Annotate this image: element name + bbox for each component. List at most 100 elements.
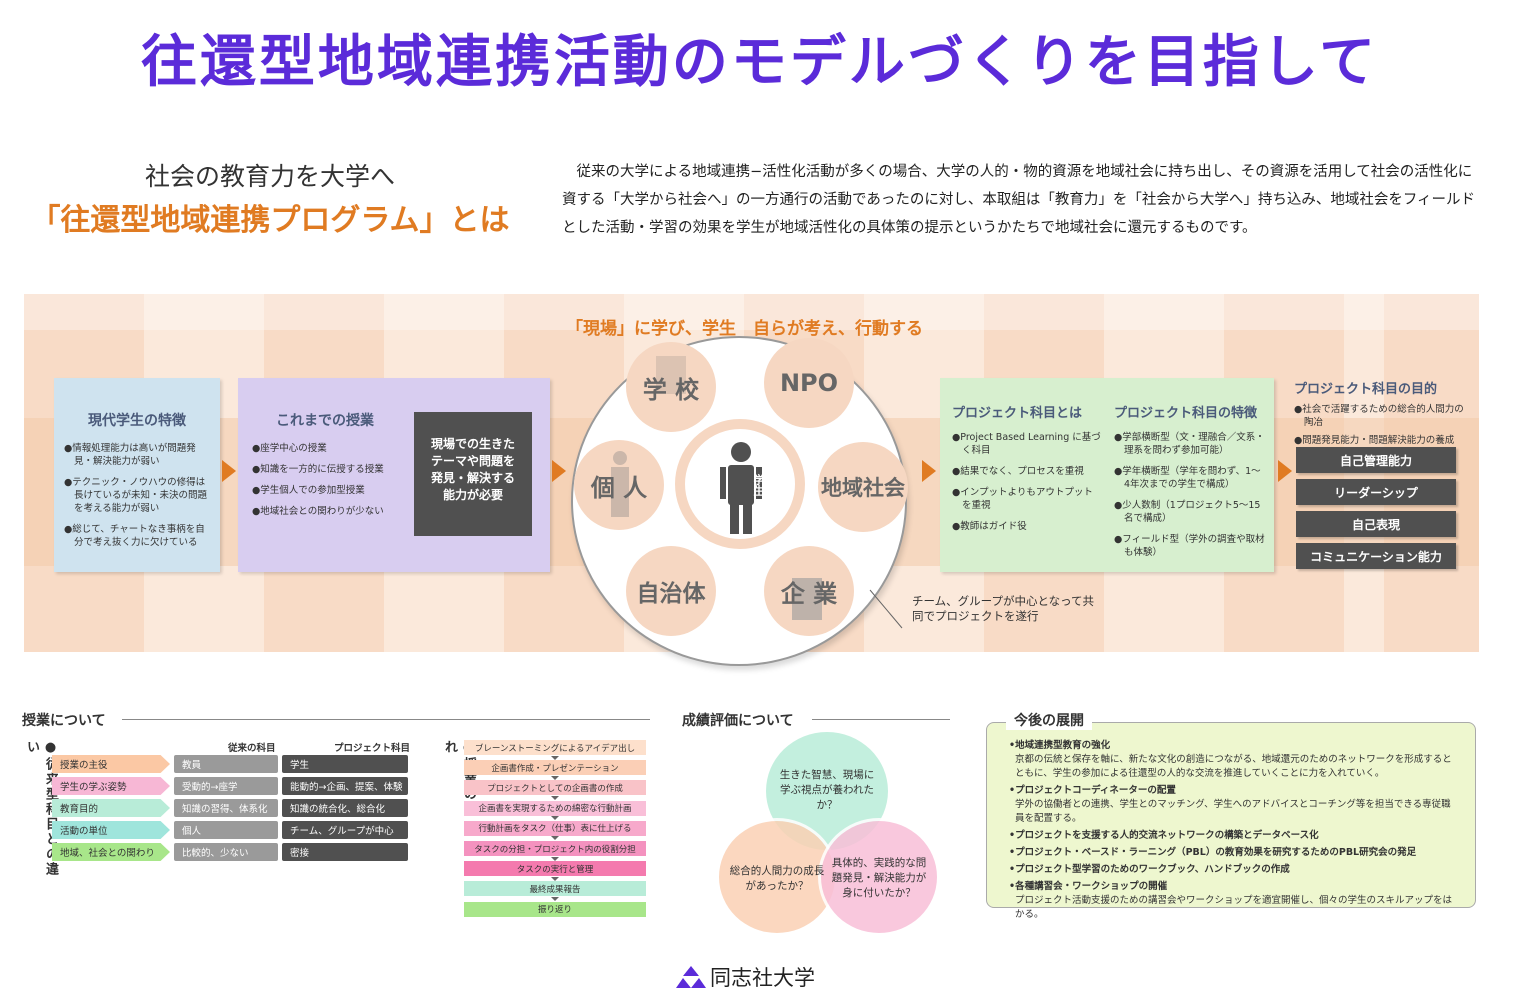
purpose-section: プロジェクト科目の目的 ●社会で活躍するための総合的人間力の陶冶 ●問題発見能力…: [1294, 378, 1464, 455]
row-new-value: 学生: [282, 755, 408, 773]
flow-arrow-icon: [551, 775, 559, 780]
flow-step: 企画書作成・プレゼンテーション: [464, 760, 646, 776]
project-feature-item: ●フィールド型（学外の調査や取材も体験）: [1114, 534, 1265, 558]
project-feature-heading: プロジェクト科目の特徴: [1114, 406, 1258, 421]
classes-heading: 授業について: [22, 713, 106, 729]
modern-item: ●情報処理能力は高いが問題発見・解決能力が弱い: [64, 443, 196, 467]
row-new-value: 知識の統合化、総合化: [282, 799, 408, 817]
grading-heading: 成績評価について: [682, 713, 794, 729]
flow-arrow-icon: [551, 755, 559, 760]
skill-leadership: リーダーシップ: [1296, 479, 1456, 505]
grading-text-growth: 総合的人間力の成長があったか？: [729, 865, 825, 892]
project-what-item: ●教師はガイド役: [952, 521, 1027, 532]
center-caption: 「現場」に学び、学生 自らが考え、行動する: [566, 319, 923, 339]
skill-self-expression: 自己表現: [1296, 511, 1456, 537]
university-logo-icon: [676, 966, 706, 988]
subtitle-social: 社会の教育力を大学へ: [144, 162, 395, 191]
student-label: 学生: [752, 474, 765, 496]
past-item: ●知識を一方的に伝授する授業: [252, 464, 384, 475]
arrow-right-icon: [552, 460, 566, 482]
arrow-right-icon: [922, 460, 936, 482]
divider: [812, 719, 950, 720]
project-what: プロジェクト科目とは ●Project Based Learning に基づく科…: [952, 402, 1102, 541]
flow-step: タスクの分担・プロジェクト内の役割分担: [464, 841, 646, 856]
arrow-right-icon: [222, 460, 236, 482]
flow-arrow-icon: [551, 896, 559, 901]
grading-circle-skill: [818, 818, 940, 936]
flow-step: 行動計画をタスク（仕事）表に仕上げる: [464, 820, 646, 836]
past-classes-box: これまでの授業 ●座学中心の授業 ●知識を一方的に伝授する授業 ●学生個人での参…: [238, 378, 550, 572]
school-label: 学 校: [642, 375, 700, 404]
future-item-heading: •プロジェクトを支援する人的交流ネットワークの構築とデータベース化: [1009, 830, 1319, 841]
purpose-item: ●社会で活躍するための総合的人間力の陶冶: [1294, 404, 1464, 428]
community-label: 地域社会: [821, 476, 905, 500]
project-feature-item: ●少人数制（1プロジェクト5〜15名で構成）: [1114, 500, 1261, 524]
row-old-value: 比較的、少ない: [174, 843, 278, 861]
past-heading: これまでの授業: [276, 413, 374, 429]
flow-step: 振り返り: [464, 901, 646, 917]
project-feature-item: ●学部横断型（文・理融合／文系・理系を問わず参加可能）: [1114, 432, 1265, 456]
project-feature: プロジェクト科目の特徴 ●学部横断型（文・理融合／文系・理系を問わず参加可能） …: [1114, 402, 1266, 567]
row-new-value: 能動的→企画、提案、体験: [282, 777, 408, 795]
npo-circle: NPO: [764, 338, 854, 428]
future-item-desc: 京都の伝統と保存を軸に、新たな文化の創造につながる、地域還元のためのネットワーク…: [1015, 754, 1452, 779]
modern-item: ●テクニック・ノウハウの修得は長けているが未知・未決の問題を考える能力が弱い: [64, 477, 208, 514]
local-gov-circle: 自治体: [626, 546, 716, 636]
future-heading: 今後の展開: [1006, 710, 1092, 730]
row-new-value: 密接: [282, 843, 408, 861]
modern-item: ●総じて、チャートなき事柄を自分で考え抜く力に欠けている: [64, 524, 205, 548]
row-new-value: チーム、グループが中心: [282, 821, 408, 839]
university-name: 同志社大学: [710, 966, 815, 990]
row-old-value: 教員: [174, 755, 278, 773]
community-circle: 地域社会: [818, 442, 908, 532]
individual-circle: 個 人: [574, 440, 664, 530]
row-label: 教育目的: [52, 799, 170, 817]
grading-text-wisdom: 生きた智慧、現場に学ぶ視点が養われたか？: [779, 769, 875, 811]
project-feature-item: ●学年横断型（学年を問わず、1〜4年次までの学生で構成）: [1114, 466, 1261, 490]
flow-step: 企画書を実現するための綿密な行動計画: [464, 800, 646, 816]
modern-students-box: 現代学生の特徴 ●情報処理能力は高いが問題発見・解決能力が弱い ●テクニック・ノ…: [54, 378, 220, 572]
flow-step: プロジェクトとしての企画書の作成: [464, 780, 646, 796]
flow-arrow-icon: [551, 876, 559, 881]
col-old: 従来の科目: [228, 743, 276, 754]
arrow-right-icon: [1278, 460, 1292, 482]
past-item: ●座学中心の授業: [252, 443, 327, 454]
team-note: チーム、グループが中心となって共同でプロジェクトを遂行: [912, 594, 1095, 623]
project-what-heading: プロジェクト科目とは: [952, 406, 1083, 421]
row-label: 活動の単位: [52, 821, 170, 839]
person-icon: [611, 451, 629, 517]
purpose-item: ●問題発見能力・問題解決能力の養成: [1294, 435, 1455, 446]
flow-arrow-icon: [551, 795, 559, 800]
future-item-heading: •プロジェクト・ベースド・ラーニング（PBL）の教育効果を研究するためのPBL研…: [1009, 847, 1417, 858]
building-icon: [656, 356, 686, 394]
individual-label: 個 人: [590, 473, 648, 502]
row-old-value: 知識の習得、体系化: [174, 799, 278, 817]
intro-text: 従来の大学による地域連携−活性化活動が多くの場合、大学の人的・物的資源を地域社会…: [562, 164, 1476, 236]
pointer-line: [869, 589, 903, 629]
flow-arrow-icon: [551, 836, 559, 841]
grading-text-skill: 具体的、実践的な問題発見・解決能力が身に付いたか？: [831, 857, 927, 899]
grading-circle-growth: [716, 818, 838, 936]
past-item: ●地域社会との関わりが少ない: [252, 506, 384, 517]
project-what-item: ●結果でなく、プロセスを重視: [952, 466, 1084, 477]
company-circle: 企 業: [764, 546, 854, 636]
future-item-desc: プロジェクト活動支援のための講習会やワークショップを適宜開催し、個々の学生のスキ…: [1015, 895, 1453, 920]
project-box: プロジェクト科目とは ●Project Based Learning に基づく科…: [940, 378, 1274, 572]
local-gov-label: 自治体: [636, 581, 706, 607]
need-box: 現場での生きたテーマや問題を発見・解決する能力が必要: [414, 412, 532, 536]
future-box: •地域連携型教育の強化京都の伝統と保存を軸に、新たな文化の創造につながる、地域還…: [986, 722, 1476, 920]
skill-self-management: 自己管理能力: [1296, 447, 1456, 473]
project-what-item: ●Project Based Learning に基づく科目: [952, 432, 1101, 456]
subtitle-program: 「往還型地域連携プログラム」とは: [30, 203, 510, 238]
row-label: 学生の学ぶ姿勢: [52, 777, 170, 795]
future-item-desc: 学外の協働者との連携、学生とのマッチング、学生へのアドバイスとコーチング等を担当…: [1015, 799, 1451, 824]
classes-vlabel-flow: ●授業の流れ: [442, 740, 476, 817]
future-item-heading: •プロジェクトコーディネーターの配置: [1009, 785, 1176, 796]
npo-label: NPO: [779, 369, 839, 397]
classes-vlabel-diff: ●従来型科目との違い: [24, 740, 58, 877]
future-item-heading: •各種講習会・ワークショップの開催: [1009, 881, 1168, 892]
past-item: ●学生個人での参加型授業: [252, 485, 365, 496]
future-item-heading: •プロジェクト型学習のためのワークブック、ハンドブックの作成: [1009, 864, 1290, 875]
skill-communication: コミュニケーション能力: [1296, 543, 1456, 569]
